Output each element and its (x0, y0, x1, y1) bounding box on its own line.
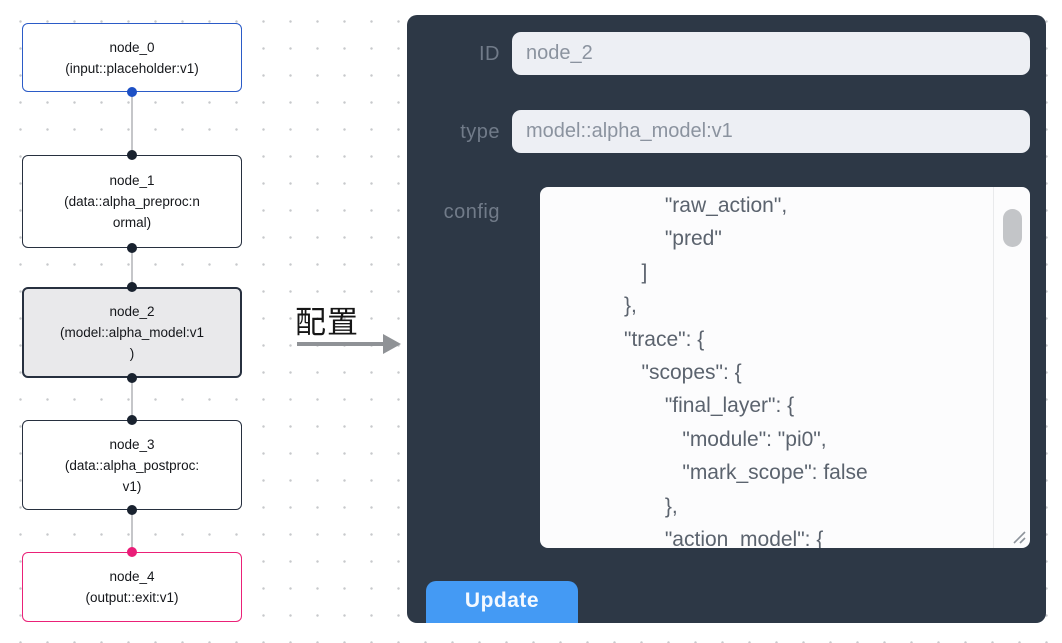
connection-handle-node-1-out[interactable] (127, 243, 137, 253)
flow-node-node-0[interactable]: node_0 (input::placeholder:v1) (22, 23, 242, 92)
update-button-label: Update (464, 589, 540, 612)
node-subtitle: (data::alpha_preproc:n (64, 194, 200, 209)
node-subtitle: v1) (122, 478, 142, 494)
flow-node-node-2-selected[interactable]: node_2 (model::alpha_model:v1 ) (22, 287, 242, 378)
update-button[interactable]: Update (426, 581, 578, 623)
node-title: node_0 (109, 39, 155, 55)
scrollbar-track[interactable] (993, 187, 994, 548)
flow-node-node-3[interactable]: node_3 (data::alpha_postproc: v1) (22, 420, 242, 510)
node-config-panel: ID type config "raw_action", "pred" ] },… (407, 15, 1046, 623)
id-input[interactable] (512, 32, 1030, 75)
config-field-label: config (443, 201, 500, 223)
node-subtitle: (data::alpha_postproc: (64, 457, 200, 473)
configure-label: 配置 (295, 305, 359, 340)
connection-handle-node-3-out[interactable] (127, 505, 137, 515)
arrow-right-icon-head (383, 334, 401, 354)
node-subtitle: (output::exit:v1) (85, 590, 179, 605)
config-json-content: "raw_action", "pred" ] }, "trace": { "sc… (624, 194, 868, 548)
flow-node-node-4[interactable]: node_4 (output::exit:v1) (22, 552, 242, 622)
node-title: node_3 (109, 436, 155, 452)
node-title: node_2 (109, 304, 155, 319)
resize-handle-icon[interactable] (1011, 529, 1027, 545)
connection-handle-node-3-in[interactable] (127, 415, 137, 425)
node-subtitle: (input::placeholder:v1) (65, 60, 199, 76)
node-title: node_1 (109, 173, 155, 188)
connection-handle-node-0-out[interactable] (127, 87, 137, 97)
node-subtitle: ormal) (112, 215, 152, 230)
node-title: node_4 (109, 569, 155, 584)
arrow-right-icon (297, 342, 385, 346)
connection-handle-node-2-out[interactable] (127, 373, 137, 383)
connection-handle-node-4-in[interactable] (127, 547, 137, 557)
type-input[interactable] (512, 110, 1030, 153)
connection-handle-node-2-in[interactable] (127, 282, 137, 292)
type-field-label: type (460, 121, 500, 143)
node-subtitle: ) (129, 346, 135, 361)
node-subtitle: (model::alpha_model:v1 (59, 325, 205, 340)
scrollbar-thumb[interactable] (1003, 209, 1022, 247)
connection-handle-node-1-in[interactable] (127, 150, 137, 160)
config-json-textarea[interactable]: "raw_action", "pred" ] }, "trace": { "sc… (540, 187, 1030, 548)
id-field-label: ID (479, 43, 500, 65)
flow-node-node-1[interactable]: node_1 (data::alpha_preproc:n ormal) (22, 155, 242, 248)
